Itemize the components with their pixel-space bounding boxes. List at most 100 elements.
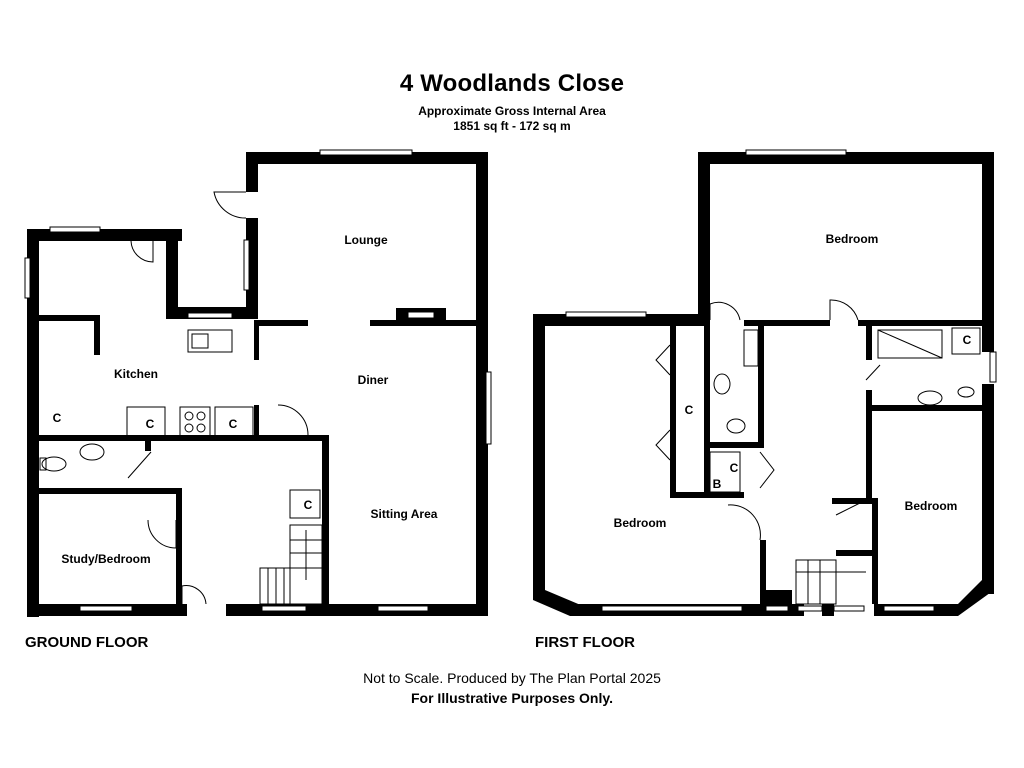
window xyxy=(745,149,847,156)
wall xyxy=(533,590,583,616)
room-label-diner: Diner xyxy=(358,373,389,387)
cupboard-label: C xyxy=(963,333,972,347)
cupboard-label: C xyxy=(53,411,62,425)
room-label-bedroom-left: Bedroom xyxy=(614,516,667,530)
wall xyxy=(176,488,182,604)
wall xyxy=(322,435,329,615)
window xyxy=(601,605,743,612)
window xyxy=(797,605,823,612)
ground-floor-label: GROUND FLOOR xyxy=(25,634,149,651)
window xyxy=(989,351,997,383)
airing-cupboard xyxy=(709,451,741,493)
wall xyxy=(145,441,151,451)
room-label-bedroom-top: Bedroom xyxy=(826,232,879,246)
cistern xyxy=(39,457,47,471)
hall-cupboard xyxy=(289,489,321,519)
room-label-sitting-area: Sitting Area xyxy=(371,507,438,521)
fireplace xyxy=(407,311,435,319)
area-subtitle: Approximate Gross Internal Area xyxy=(418,104,606,118)
basin xyxy=(917,390,943,406)
door-swing xyxy=(130,240,154,263)
first-floor-label: FIRST FLOOR xyxy=(535,634,635,651)
wall xyxy=(704,442,762,448)
window xyxy=(49,226,101,233)
sink-bowl xyxy=(191,333,209,349)
door-swing xyxy=(865,364,881,381)
wall xyxy=(744,320,830,326)
first-floor-plan xyxy=(533,149,997,616)
staircase xyxy=(259,567,323,605)
hob-ring xyxy=(184,423,194,433)
wall xyxy=(27,435,327,441)
door-swing xyxy=(835,499,867,516)
wall xyxy=(760,540,766,604)
wall xyxy=(246,152,488,164)
hob-ring xyxy=(196,423,206,433)
hob xyxy=(179,406,211,438)
wardrobe-door xyxy=(655,344,671,376)
shower-tray-line xyxy=(877,329,943,359)
door-swing xyxy=(213,191,247,219)
window xyxy=(24,257,31,299)
wall xyxy=(254,405,259,440)
wall xyxy=(866,390,872,500)
window xyxy=(243,239,250,291)
wardrobe-door xyxy=(655,429,671,461)
shower-tray xyxy=(877,329,943,359)
kitchen-cupboard xyxy=(214,406,254,438)
window xyxy=(883,605,935,612)
wall xyxy=(166,229,178,319)
room-label-lounge: Lounge xyxy=(344,233,388,247)
cupboard xyxy=(951,327,981,355)
wall xyxy=(38,315,100,321)
wall xyxy=(533,314,545,590)
cupboard-label: C xyxy=(685,403,694,417)
wall xyxy=(760,590,792,616)
wall xyxy=(698,152,710,326)
door-swing xyxy=(147,519,177,549)
basin xyxy=(79,443,105,461)
wall xyxy=(670,326,676,496)
wall xyxy=(704,326,710,498)
door-swing xyxy=(829,299,859,321)
wall xyxy=(704,492,744,498)
boiler-label: B xyxy=(713,477,722,491)
door-swing xyxy=(127,451,152,479)
wall xyxy=(872,405,982,411)
cupboard-label: C xyxy=(146,417,155,431)
disclaimer: For Illustrative Purposes Only. xyxy=(410,690,613,706)
window xyxy=(377,605,429,612)
door-swing xyxy=(181,585,207,605)
wall xyxy=(872,498,878,604)
toilet xyxy=(957,386,975,398)
wall xyxy=(982,384,994,594)
wall xyxy=(858,320,982,326)
area-value: 1851 sq ft - 172 sq m xyxy=(453,119,571,133)
room-label-study-bedroom: Study/Bedroom xyxy=(61,552,150,566)
wall xyxy=(940,580,994,616)
wall xyxy=(758,326,764,448)
cupboard-label: C xyxy=(304,498,313,512)
wall xyxy=(832,498,872,504)
toilet xyxy=(726,418,746,434)
wall xyxy=(258,320,308,326)
kitchen-cupboard xyxy=(126,406,166,438)
wall xyxy=(370,320,476,326)
wall xyxy=(822,604,834,616)
window xyxy=(261,605,307,612)
scale-note: Not to Scale. Produced by The Plan Porta… xyxy=(363,670,661,686)
wall xyxy=(27,229,39,617)
wall xyxy=(836,550,872,556)
hob-ring xyxy=(196,411,206,421)
staircase-upper xyxy=(289,524,323,606)
cupboard-door xyxy=(759,451,775,489)
window xyxy=(79,605,133,612)
window xyxy=(187,312,233,319)
window xyxy=(833,605,865,612)
wall xyxy=(670,492,710,498)
bath xyxy=(743,329,759,367)
window xyxy=(565,311,647,318)
toilet xyxy=(41,456,67,472)
window xyxy=(765,605,789,612)
